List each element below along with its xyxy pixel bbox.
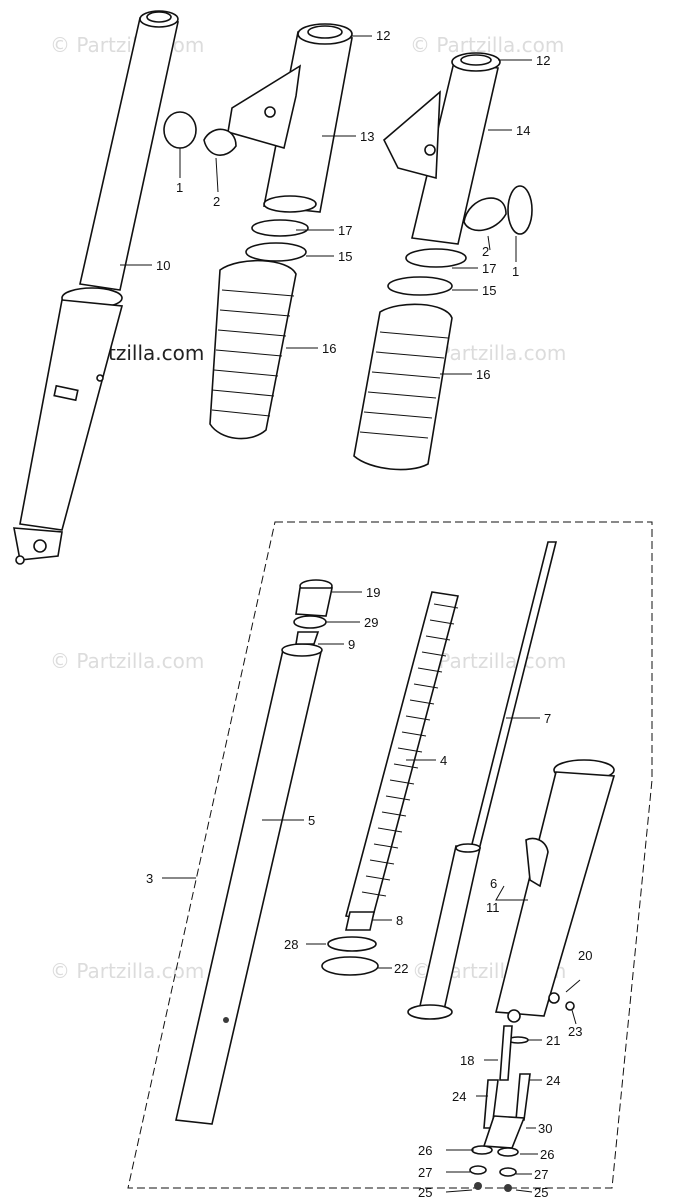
watermark: © Partzilla.com [50,649,204,673]
spring-seat-parts [321,911,379,976]
callout-26: 26 [540,1147,554,1162]
exploded-parts-frame [127,521,653,1189]
callout-29: 29 [364,615,378,630]
callout-30: 30 [538,1121,552,1136]
callout-24: 24 [452,1089,466,1104]
callout-25: 25 [534,1185,548,1200]
callout-16: 16 [322,341,336,356]
watermark: © Partzilla.com [410,33,564,57]
watermark: © Partzilla.com [50,33,204,57]
callout-9: 9 [348,637,355,652]
callout-23: 23 [568,1024,582,1039]
small-hardware [469,992,575,1192]
callout-1: 1 [176,180,183,195]
callout-13: 13 [360,129,374,144]
callout-22: 22 [394,961,408,976]
callout-3: 3 [146,871,153,886]
fork-slider [494,759,616,1023]
callout-17: 17 [482,261,496,276]
fork-assembly-left [13,10,179,565]
fork-cover-right [353,52,533,471]
callout-21: 21 [546,1033,560,1048]
callout-4: 4 [440,753,447,768]
callout-5: 5 [308,813,315,828]
callout-8: 8 [396,913,403,928]
callout-20: 20 [578,948,592,963]
callout-1: 1 [512,264,519,279]
callout-15: 15 [482,283,496,298]
callout-15: 15 [338,249,352,264]
callout-12: 12 [376,28,390,43]
callout-25: 25 [418,1185,432,1200]
callout-2: 2 [482,244,489,259]
callout-28: 28 [284,937,298,952]
fork-cover-left [163,23,353,440]
callout-18: 18 [460,1053,474,1068]
callout-11: 11 [486,900,500,915]
callout-27: 27 [418,1165,432,1180]
callout-10: 10 [156,258,170,273]
inner-tube [175,643,323,1125]
leader-lines [120,35,581,1193]
callout-7: 7 [544,711,551,726]
callout-27: 27 [534,1167,548,1182]
damper-rod [407,541,558,1020]
callout-16: 16 [476,367,490,382]
callout-14: 14 [516,123,530,138]
callout-12: 12 [536,53,550,68]
callout-2: 2 [213,194,220,209]
callout-26: 26 [418,1143,432,1158]
callout-19: 19 [366,585,380,600]
callout-6: 6 [490,876,497,891]
callout-labels: 1 2 10 12 13 17 15 16 12 14 2 1 17 15 16… [146,28,592,1200]
callout-17: 17 [338,223,352,238]
fork-bolt [293,579,333,645]
watermark: © Partzilla.com [50,959,204,983]
callout-24: 24 [546,1073,560,1088]
